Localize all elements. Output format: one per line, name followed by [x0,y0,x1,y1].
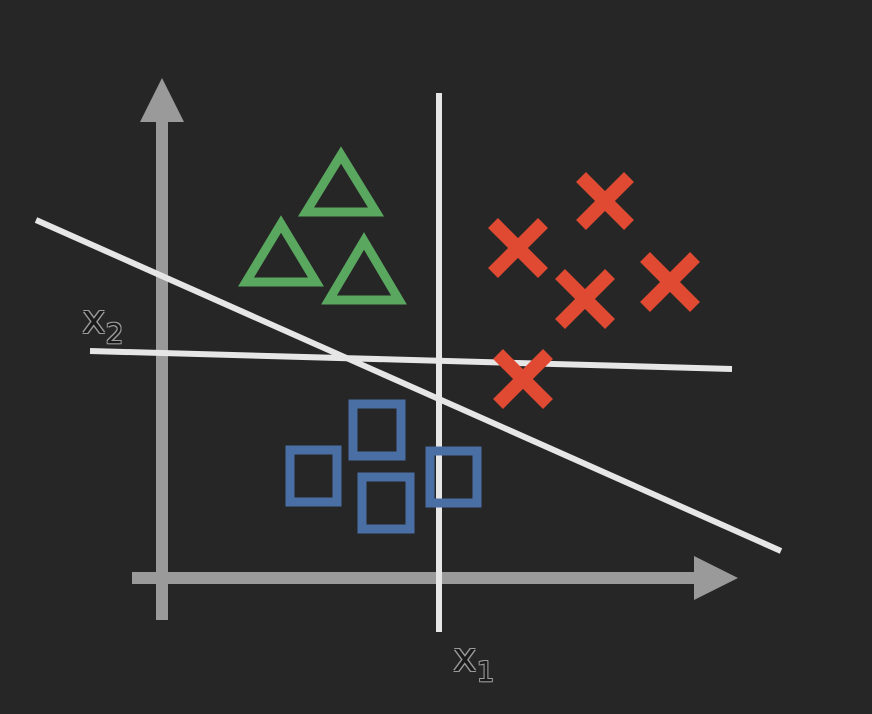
square-marker [285,445,342,507]
triangle-marker [297,146,385,217]
x-axis-label-subscript: 1 [476,655,495,688]
cross-class-group [488,172,700,409]
y-axis-label-subscript: 2 [105,317,124,350]
cross-marker [488,218,548,278]
cross-marker [555,269,615,329]
cross-marker [576,172,634,230]
square-marker [425,446,482,508]
y-axis-arrowhead [140,78,184,122]
diagonal-boundary-line [34,217,783,554]
cross-marker [640,252,700,312]
x-axis-arrowhead [694,556,738,600]
square-marker [348,399,406,461]
y-axis-label: x2 [82,300,124,348]
triangle-marker [321,232,407,305]
square-marker [357,472,415,534]
horizontal-boundary-line [89,348,733,372]
x-axis-label: x1 [453,638,495,686]
triangle-class-group [238,146,407,305]
square-class-group [285,399,482,534]
y-axis-label-text: x [82,297,106,343]
x-axis-label-text: x [453,635,477,681]
cross-marker [493,349,553,409]
triangle-marker [238,215,324,287]
